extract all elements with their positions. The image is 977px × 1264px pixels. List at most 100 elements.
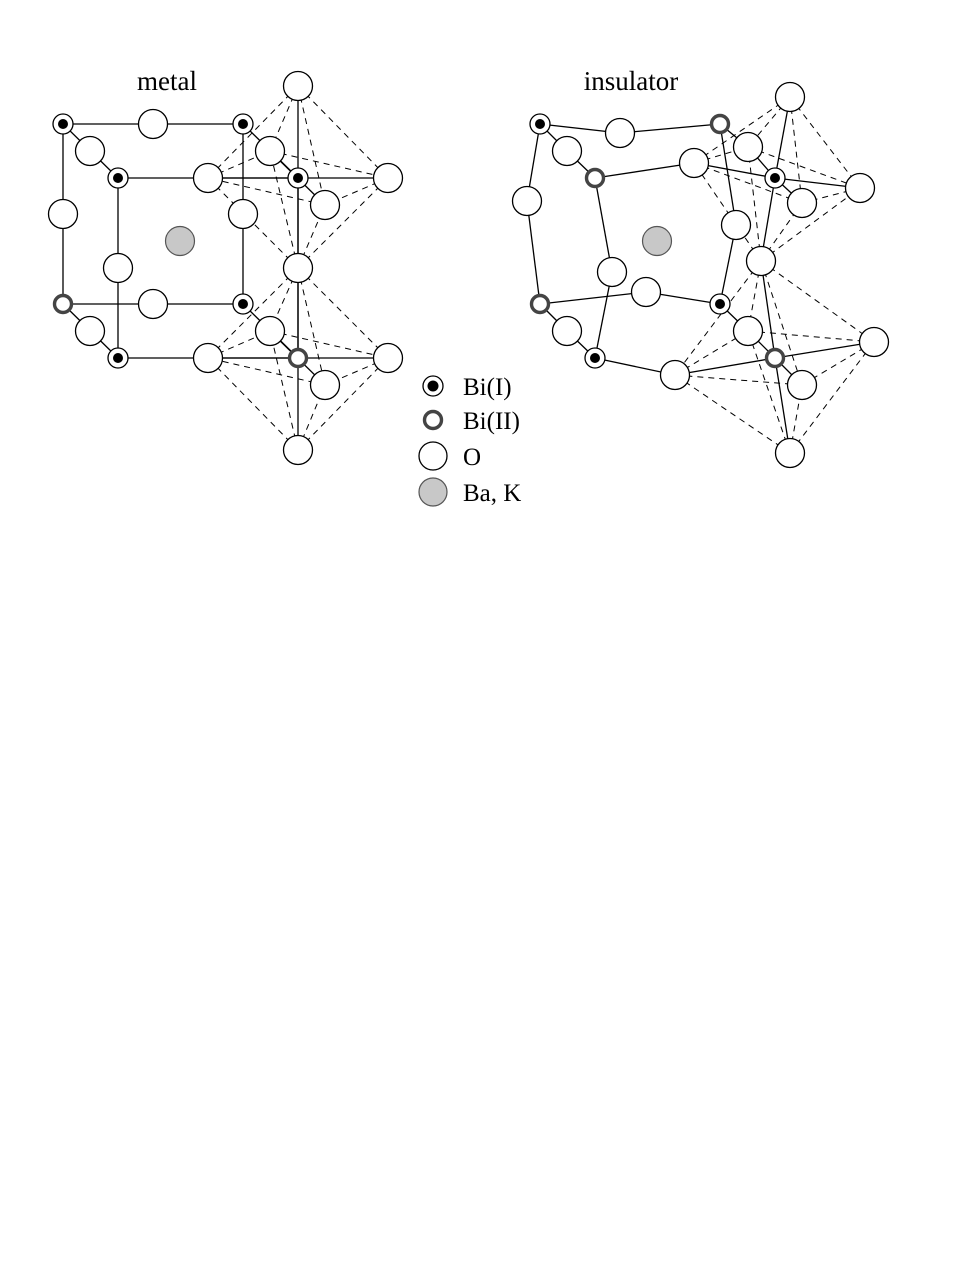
legend-label-bi-i: Bi(I) — [463, 374, 512, 401]
insulator-panel-title: insulator — [584, 66, 679, 96]
oxygen-atom — [372, 342, 404, 374]
oxygen-atom — [678, 147, 710, 179]
oxygen-atom — [227, 198, 259, 230]
legend-item-bi-i: Bi(I) — [422, 374, 512, 401]
metal-dashed-bond — [207, 357, 299, 451]
bi-i-atom — [709, 293, 731, 315]
insulator-dashed-bond — [789, 96, 861, 189]
metal-dashed-bond — [297, 267, 326, 386]
bi-i-atom — [584, 347, 606, 369]
insulator-bond — [774, 357, 791, 454]
insulator-dashed-bond — [747, 330, 791, 454]
oxygen-atom — [858, 326, 890, 358]
insulator-dashed-bond — [693, 162, 762, 262]
bi-ii-atom — [287, 347, 309, 369]
oxygen-atom — [511, 185, 543, 217]
oxygen-atom — [786, 187, 818, 219]
insulator-dashed-bond — [674, 374, 803, 386]
insulator-atoms — [511, 81, 890, 469]
oxygen-atom — [309, 369, 341, 401]
oxygen-atom — [604, 117, 636, 149]
insulator-dashed-bond — [789, 96, 803, 204]
insulator-dashed-bond — [789, 341, 875, 454]
bi-i-atom — [529, 113, 551, 135]
insulator-dashed-bond — [693, 96, 791, 164]
oxygen-atom — [720, 209, 752, 241]
insulator-bond — [594, 162, 695, 179]
oxygen-atom-icon — [418, 441, 448, 471]
insulator-bond — [674, 357, 776, 376]
oxygen-atom — [192, 342, 224, 374]
insulator-dashed-bond — [674, 260, 762, 376]
insulator-bond — [760, 260, 776, 359]
oxygen-atom — [551, 315, 583, 347]
oxygen-atom — [282, 252, 314, 284]
metal-dashed-bond — [269, 330, 299, 451]
bi-ii-atom — [52, 293, 74, 315]
bi-i-atom — [232, 293, 254, 315]
bi-i-atom-icon — [422, 375, 444, 397]
oxygen-atom — [786, 369, 818, 401]
oxygen-atom — [74, 135, 106, 167]
bi-ii-atom — [709, 113, 731, 135]
oxygen-atom — [732, 315, 764, 347]
ba-k-atom-icon — [418, 477, 448, 507]
oxygen-atom — [630, 276, 662, 308]
oxygen-atom — [254, 135, 286, 167]
metal-dashed-bond — [297, 267, 389, 359]
insulator-bond — [619, 123, 721, 134]
oxygen-atom — [47, 198, 79, 230]
insulator-dashed-bond — [747, 330, 875, 343]
bi-i-atom — [287, 167, 309, 189]
insulator-dashed-bond — [747, 146, 762, 262]
legend-item-bi-ii: Bi(II) — [422, 408, 520, 435]
insulator-dashed-bond — [760, 260, 875, 343]
insulator-dashed-bond — [747, 146, 861, 189]
oxygen-atom — [774, 437, 806, 469]
oxygen-atom — [282, 70, 314, 102]
insulator-bond — [719, 123, 737, 226]
bi-i-atom — [52, 113, 74, 135]
legend-item-o: O — [418, 441, 481, 471]
metal-dashed-bond — [207, 177, 326, 206]
legend: Bi(I) Bi(II) O Ba, K — [418, 374, 521, 507]
bi-ii-atom — [764, 347, 786, 369]
insulator-bond — [539, 291, 647, 305]
oxygen-atom — [551, 135, 583, 167]
metal-dashed-bond — [297, 85, 389, 179]
metal-atoms — [47, 70, 404, 466]
oxygen-atom — [774, 81, 806, 113]
insulator-dashed-bond — [674, 374, 791, 454]
ba-k-atom — [164, 225, 196, 257]
oxygen-atom — [745, 245, 777, 277]
legend-label-bi-ii: Bi(II) — [463, 408, 520, 435]
insulator-structure — [511, 81, 890, 469]
metal-structure — [47, 70, 404, 466]
oxygen-atom — [137, 108, 169, 140]
metal-dashed-bond — [297, 85, 326, 206]
metal-panel-title: metal — [137, 66, 197, 96]
bi-ii-atom — [529, 293, 551, 315]
oxygen-atom — [372, 162, 404, 194]
legend-item-ba-k: Ba, K — [418, 477, 521, 507]
oxygen-atom — [309, 189, 341, 221]
bi-ii-atom — [584, 167, 606, 189]
metal-dashed-bond — [269, 150, 299, 269]
metal-dashed-bond — [207, 357, 326, 386]
oxygen-atom — [844, 172, 876, 204]
oxygen-atom — [74, 315, 106, 347]
bi-i-atom — [232, 113, 254, 135]
insulator-bond — [594, 177, 613, 273]
oxygen-atom — [102, 252, 134, 284]
insulator-dashed-bond — [760, 260, 803, 386]
legend-label-o: O — [463, 444, 481, 471]
legend-label-ba-k: Ba, K — [463, 480, 521, 507]
insulator-bond — [526, 200, 541, 305]
oxygen-atom — [282, 434, 314, 466]
bi-i-atom — [107, 347, 129, 369]
oxygen-atom — [192, 162, 224, 194]
metal-dashed-bond — [269, 330, 389, 359]
insulator-bond — [774, 341, 875, 359]
oxygen-atom — [659, 359, 691, 391]
insulator-dashed-bond — [760, 187, 861, 262]
